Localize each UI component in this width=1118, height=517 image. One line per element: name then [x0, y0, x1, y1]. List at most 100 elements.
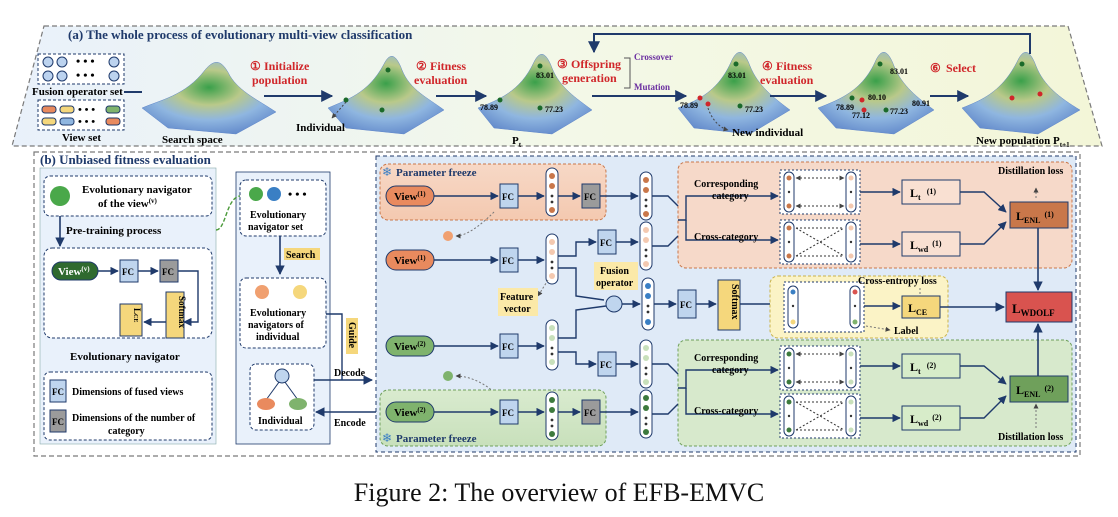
- svg-text:Distillation loss: Distillation loss: [998, 432, 1063, 443]
- svg-text:77.23: 77.23: [545, 105, 563, 114]
- panel-b: (b) Unbiased fitness evaluation Evolutio…: [33, 151, 1081, 457]
- svg-text:77.12: 77.12: [852, 111, 870, 120]
- vectors-view1: [639, 171, 653, 271]
- svg-text:Fusion: Fusion: [600, 266, 629, 277]
- navigator-of-view: Evolutionary navigator of the view(v): [43, 175, 213, 217]
- svg-text:vector: vector: [504, 304, 531, 315]
- svg-text:category: category: [712, 191, 749, 202]
- svg-text:④: ④: [762, 59, 773, 73]
- svg-text:FC: FC: [502, 192, 514, 202]
- svg-text:②: ②: [416, 59, 427, 73]
- svg-text:Cross-entropy loss: Cross-entropy loss: [858, 276, 937, 287]
- panel-a: (a) The whole process of evolutionary mu…: [11, 25, 1103, 149]
- search-label: Search: [286, 250, 316, 261]
- fusion-operator-node: [605, 295, 623, 313]
- guide-label: Guide: [346, 322, 357, 349]
- svg-text:navigators of: navigators of: [248, 320, 305, 331]
- svg-text:of the view(v): of the view(v): [98, 197, 158, 210]
- svg-text:Evolutionary navigator: Evolutionary navigator: [82, 184, 192, 196]
- panel-b-title: (b) Unbiased fitness evaluation: [40, 152, 212, 167]
- prediction-comparison: [783, 281, 865, 333]
- svg-text:Lwd(2): Lwd(2): [910, 412, 942, 428]
- svg-text:evaluation: evaluation: [760, 73, 814, 87]
- enl-loss-1: [1009, 201, 1069, 229]
- svg-text:category: category: [712, 365, 749, 376]
- svg-text:Softmax: Softmax: [729, 284, 740, 320]
- landscape-pt: 83.01 78.89 77.23: [477, 54, 593, 135]
- svg-text:LWDOLF: LWDOLF: [1012, 301, 1055, 318]
- svg-text:FC: FC: [52, 417, 64, 427]
- frozen-view2-branch: View(2) FC FC ❄ Parameter freeze: [379, 389, 607, 447]
- pretraining-label: Pre-training process: [66, 225, 162, 237]
- svg-text:Select: Select: [946, 61, 976, 75]
- svg-text:Initialize: Initialize: [264, 59, 310, 73]
- svg-text:Softmax: Softmax: [177, 296, 187, 328]
- svg-text:View(2): View(2): [394, 406, 426, 419]
- loop-arrow: [588, 33, 1031, 54]
- svg-text:• • •: • • •: [78, 104, 95, 116]
- svg-text:Corresponding: Corresponding: [694, 353, 758, 364]
- svg-text:83.01: 83.01: [536, 71, 554, 80]
- pt-label: Pt: [512, 135, 522, 149]
- encode-label: Encode: [334, 418, 366, 429]
- decode-label: Decode: [334, 368, 366, 379]
- snowflake-icon: ❄: [382, 431, 392, 445]
- svg-text:LENL(1): LENL(1): [1016, 209, 1054, 225]
- svg-text:78.89: 78.89: [836, 103, 854, 112]
- navigator-head-green-icon: [443, 371, 453, 381]
- landscape-evaluated: 83.01 80.10 78.89 80.91 77.12 77.23: [817, 52, 935, 135]
- navigator-training: View(v) FC FC Softmax LCE: [43, 247, 213, 339]
- svg-text:Distillation loss: Distillation loss: [998, 166, 1063, 177]
- wdolf-loss: [1005, 291, 1073, 323]
- svg-text:FC: FC: [162, 267, 174, 277]
- svg-text:①: ①: [250, 59, 261, 73]
- svg-text:Evolutionary: Evolutionary: [250, 308, 306, 319]
- svg-text:FC: FC: [122, 267, 134, 277]
- svg-text:Label: Label: [894, 326, 919, 337]
- svg-text:Parameter freeze: Parameter freeze: [396, 433, 477, 445]
- svg-text:Lt(2): Lt(2): [910, 360, 936, 376]
- new-individual-label: New individual: [732, 127, 803, 139]
- svg-text:navigator set: navigator set: [248, 222, 304, 233]
- individual-tree: Individual: [249, 363, 315, 431]
- search-space-label: Search space: [162, 134, 223, 146]
- svg-text:LCE: LCE: [908, 301, 927, 317]
- svg-text:FC: FC: [680, 300, 692, 310]
- svg-text:Dimensions of the number of: Dimensions of the number of: [72, 413, 196, 424]
- efb-emvc-overview-diagram: (a) The whole process of evolutionary mu…: [11, 25, 1103, 457]
- legend: FC Dimensions of fused views FC Dimensio…: [43, 371, 213, 441]
- svg-text:83.01: 83.01: [890, 67, 908, 76]
- landscape-new-population: [961, 52, 1081, 135]
- individual-label: Individual: [296, 122, 345, 134]
- svg-text:LENL(2): LENL(2): [1016, 383, 1054, 399]
- navigators-of-individual: Evolutionary navigators of individual: [239, 277, 327, 349]
- svg-text:77.23: 77.23: [745, 105, 763, 114]
- navigator-head-orange-icon: [443, 231, 453, 241]
- svg-text:Evolutionary: Evolutionary: [250, 210, 306, 221]
- svg-text:FC: FC: [584, 408, 596, 418]
- svg-text:Dimensions of fused views: Dimensions of fused views: [72, 387, 184, 398]
- landscape-initial: [327, 56, 445, 135]
- svg-text:operator: operator: [596, 278, 634, 289]
- svg-text:Corresponding: Corresponding: [694, 179, 758, 190]
- fusion-operator-set: • • • • • •: [37, 53, 125, 85]
- landscape-offspring: 83.01 78.89 77.23: [677, 52, 791, 135]
- frozen-view1-branch: ❄ Parameter freeze View(1) FC FC: [379, 163, 607, 221]
- brain-head-icon: [50, 186, 70, 206]
- corresponding-matrix-2: [779, 345, 861, 391]
- svg-text:FC: FC: [502, 342, 514, 352]
- fusion-operator-set-label: Fusion operator set: [32, 86, 123, 98]
- view-set-label: View set: [62, 132, 101, 144]
- corresponding-matrix-1: [779, 169, 861, 215]
- svg-text:FC: FC: [584, 192, 596, 202]
- svg-text:individual: individual: [256, 332, 300, 343]
- svg-text:• • •: • • •: [288, 187, 307, 201]
- panel-a-title: (a) The whole process of evolutionary mu…: [68, 27, 413, 42]
- svg-text:FC: FC: [502, 256, 514, 266]
- svg-text:evaluation: evaluation: [414, 73, 468, 87]
- svg-text:Individual: Individual: [258, 416, 303, 427]
- trainable-view1-branch: View(1) FC: [385, 233, 559, 285]
- svg-text:Offspring: Offspring: [571, 57, 621, 71]
- enl-loss-2: [1009, 375, 1069, 403]
- svg-text:77.23: 77.23: [890, 107, 908, 116]
